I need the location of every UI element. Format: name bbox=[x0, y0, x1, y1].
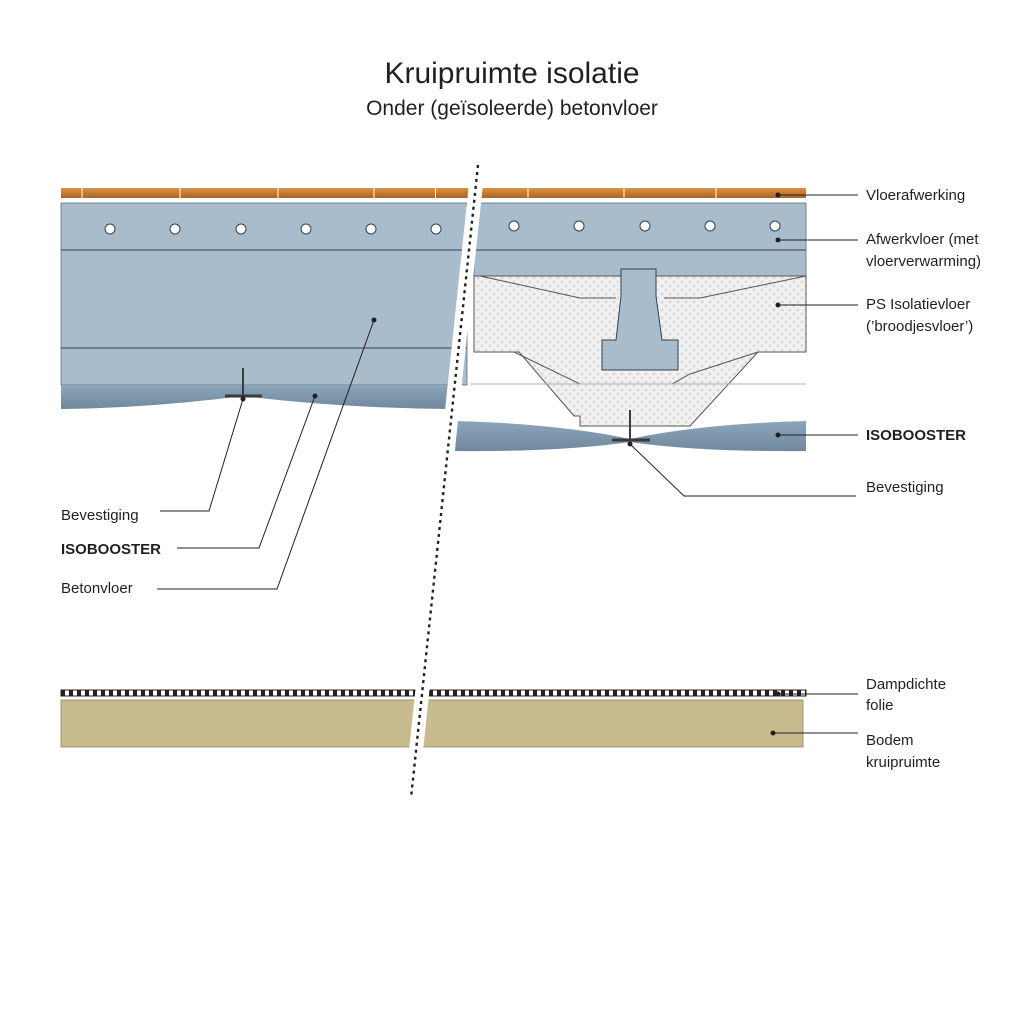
precast-beam bbox=[601, 268, 679, 371]
left-section bbox=[60, 188, 468, 409]
right-screed bbox=[473, 202, 807, 277]
label-isobooster-right: ISOBOOSTER bbox=[866, 427, 967, 444]
diagram-subtitle: Onder (geïsoleerde) betonvloer bbox=[366, 97, 658, 120]
label-ps-isolatievloer-1: PS Isolatievloer bbox=[866, 296, 971, 313]
label-afwerkvloer-1: Afwerkvloer (met bbox=[866, 231, 979, 248]
crawlspace-soil bbox=[60, 699, 804, 748]
label-betonvloer: Betonvloer bbox=[61, 580, 133, 597]
label-ps-isolatievloer-2: (’broodjesvloer’) bbox=[866, 318, 974, 335]
diagram-title: Kruipruimte isolatie bbox=[384, 57, 640, 90]
left-leaders bbox=[157, 317, 377, 590]
label-bodem-1: Bodem bbox=[866, 732, 914, 749]
right-isobooster bbox=[455, 421, 806, 452]
label-afwerkvloer-2: vloerverwarming) bbox=[866, 253, 982, 270]
right-section bbox=[436, 188, 807, 452]
label-dampdichte-2: folie bbox=[866, 697, 894, 714]
right-leaders bbox=[627, 192, 858, 736]
label-bodem-2: kruipruimte bbox=[866, 754, 941, 771]
label-vloerafwerking: Vloerafwerking bbox=[866, 187, 966, 204]
left-fastener bbox=[225, 368, 262, 398]
right-wood-floor bbox=[436, 188, 806, 198]
right-wood-joints bbox=[527, 188, 717, 198]
right-heating-pipes bbox=[508, 220, 781, 232]
label-isobooster-left: ISOBOOSTER bbox=[61, 541, 162, 558]
ps-inner-contour bbox=[479, 275, 807, 299]
right-fastener bbox=[612, 410, 650, 442]
crawlspace-bottom bbox=[60, 689, 807, 748]
label-dampdichte-1: Dampdichte bbox=[866, 676, 947, 693]
left-wood-joints bbox=[81, 188, 375, 198]
left-concrete-slab bbox=[60, 202, 468, 386]
label-bevestiging-left: Bevestiging bbox=[61, 507, 139, 524]
label-bevestiging-right: Bevestiging bbox=[866, 479, 944, 496]
left-wood-floor bbox=[61, 188, 435, 198]
left-heating-pipes bbox=[104, 223, 442, 235]
